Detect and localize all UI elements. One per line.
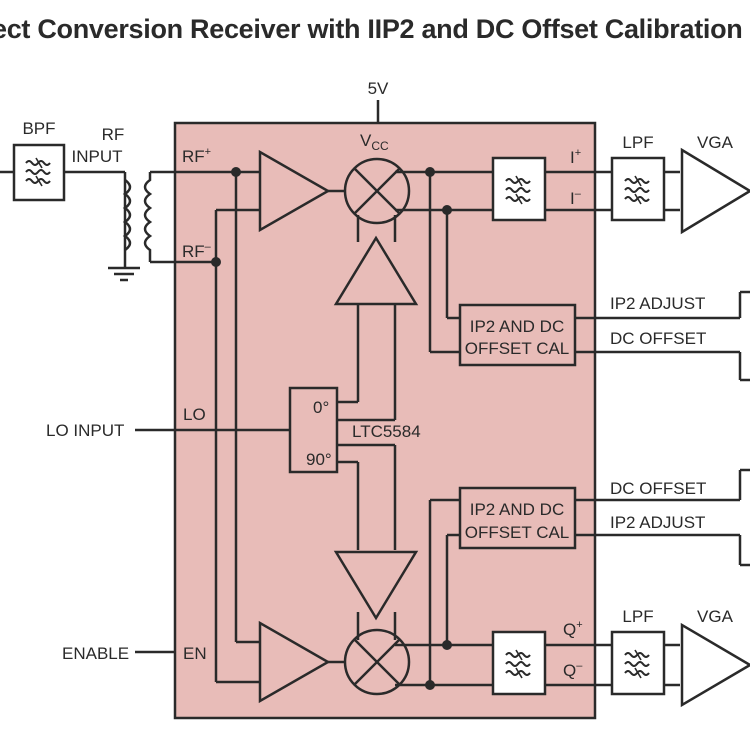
i-plus-label: I+ (570, 147, 581, 167)
supply-label: 5V (368, 79, 389, 98)
vcc-label: VCC (360, 131, 389, 153)
q-minus-label: Q– (563, 660, 583, 680)
rf-input-label-2: INPUT (72, 147, 123, 166)
junction-dots (211, 167, 452, 690)
diagram-title: ect Conversion Receiver with IIP2 and DC… (0, 14, 743, 44)
cal-top-label-2: OFFSET CAL (465, 339, 570, 358)
cal-top-label-1: IP2 AND DC (470, 317, 564, 336)
phase-splitter-box (288, 386, 339, 474)
lpf-top-label: LPF (622, 133, 653, 152)
rf-minus-label: RF– (182, 241, 212, 261)
cal-top-box (458, 303, 577, 367)
mixer-bottom-icon (343, 628, 411, 696)
vga-bottom-label: VGA (697, 607, 734, 626)
wires (0, 100, 750, 687)
lna-top-amplifier-icon (258, 149, 331, 233)
dc-offset-top-label: DC OFFSET (610, 329, 706, 348)
lpf-bottom-icon (610, 630, 666, 696)
vga-top-amplifier-icon (680, 147, 750, 235)
vga-top-label: VGA (697, 133, 734, 152)
cal-bottom-label-2: OFFSET CAL (465, 523, 570, 542)
lpf-top-icon (610, 156, 666, 222)
enable-label: ENABLE (62, 644, 129, 663)
lo-buffer-down-icon (333, 550, 419, 621)
q-plus-label: Q+ (563, 619, 583, 639)
rf-plus-label: RF+ (182, 146, 211, 166)
en-label: EN (183, 644, 207, 663)
cal-bottom-box (458, 486, 577, 550)
ip2-adjust-top-label: IP2 ADJUST (610, 294, 705, 313)
filter-q-icon (491, 630, 547, 696)
cal-bottom-label-1: IP2 AND DC (470, 500, 564, 519)
rf-input-label-1: RF (102, 125, 125, 144)
lpf-bottom-label: LPF (622, 607, 653, 626)
transformer-icon (122, 172, 153, 262)
vga-bottom-amplifier-icon (680, 622, 750, 708)
lna-bottom-amplifier-icon (258, 620, 331, 704)
i-minus-label: I– (570, 188, 582, 208)
lo-label: LO (183, 405, 206, 424)
phase-90-label: 90° (306, 450, 332, 469)
filter-i-icon (491, 156, 547, 222)
bpf-label: BPF (22, 119, 55, 138)
chip-part-label: LTC5584 (352, 422, 421, 441)
lo-buffer-up-icon (333, 235, 419, 306)
ip2-adjust-bottom-label: IP2 ADJUST (610, 513, 705, 532)
bpf-filter-icon (12, 143, 66, 202)
mixer-top-icon (343, 157, 411, 225)
lo-input-label: LO INPUT (46, 421, 124, 440)
phase-0-label: 0° (313, 398, 329, 417)
dc-offset-bottom-label: DC OFFSET (610, 479, 706, 498)
